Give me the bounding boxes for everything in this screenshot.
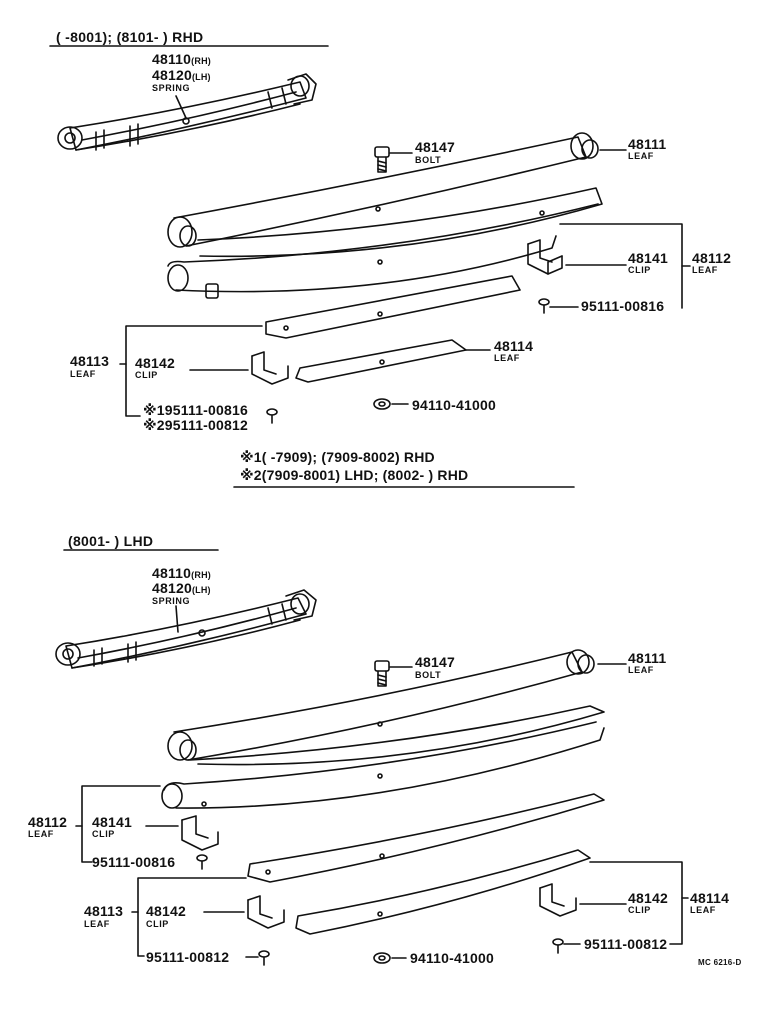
leaf-48114-bracket-bottom [589, 861, 683, 945]
clip-48142-name-bottom-right: CLIP [628, 905, 651, 915]
note-screw-1: ※195111-00816 [143, 402, 248, 418]
spring-rh-number-text-bottom: 48110 [152, 565, 192, 581]
leaf-48112-name: LEAF [692, 265, 718, 275]
spring-lh-number-text-bottom: 48120 [152, 580, 192, 596]
clip-48142-name: CLIP [135, 370, 158, 380]
leaf-48111-name-bottom: LEAF [628, 665, 654, 675]
screw-812-label-bottom-right: 95111-00812 [584, 936, 668, 952]
leaf-48113-name-bottom: LEAF [84, 919, 110, 929]
clip-48141-drawing [527, 239, 627, 275]
leaf-48114-name: LEAF [494, 353, 520, 363]
spring-rh-number-text: 48110 [152, 51, 192, 67]
screw-812-label-bottom-left: 95111-00812 [146, 949, 230, 965]
screw-812-drawing [266, 408, 278, 424]
leaf-48112-number: 48112 [692, 250, 732, 266]
bolt-drawing-bottom [374, 660, 413, 687]
leaf-48113-drawing-bottom [247, 793, 605, 883]
clip-48142-name-bottom-left: CLIP [146, 919, 169, 929]
leaf-48114-number: 48114 [494, 338, 534, 354]
nut-label-bottom: 94110-41000 [410, 950, 494, 966]
clip-48141-number-bottom: 48141 [92, 814, 132, 830]
footnote-1: ※1( -7909); (7909-8002) RHD [240, 449, 435, 465]
spring-lh-number-text: 48120 [152, 67, 192, 83]
leaf-48111-name: LEAF [628, 151, 654, 161]
leaf-48112-name-bottom: LEAF [28, 829, 54, 839]
clip-48142-drawing-bottom-left [203, 895, 285, 929]
top-section-header: ( -8001); (8101- ) RHD [56, 29, 204, 45]
bolt-name: BOLT [415, 155, 442, 165]
leaf-48114-drawing [295, 339, 491, 383]
spring-rh-suffix-bottom: (RH) [191, 570, 211, 580]
leaf-48111-drawing-bottom [167, 649, 627, 766]
leaf-48113-name: LEAF [70, 369, 96, 379]
leaf-48112-drawing [167, 187, 603, 299]
spring-lh-number: 48120(LH) [152, 68, 211, 82]
bolt-number: 48147 [415, 139, 455, 155]
clip-48142-number-bottom-left: 48142 [146, 903, 186, 919]
leaf-48111-drawing [167, 132, 627, 248]
spring-lh-suffix: (LH) [191, 72, 211, 82]
nut-drawing-bottom [373, 952, 407, 964]
leaf-48111-number-bottom: 48111 [628, 650, 667, 666]
leaf-48112-bracket-bottom [81, 785, 161, 863]
screw-816-label-bottom: 95111-00816 [92, 854, 176, 870]
spring-rh-number-bottom: 48110(RH) [152, 566, 211, 580]
spring-lh-suffix-bottom: (LH) [191, 585, 211, 595]
clip-48142-drawing [189, 351, 289, 385]
nut-label: 94110-41000 [412, 397, 496, 413]
clip-48142-drawing-bottom-right [539, 883, 627, 917]
bolt-number-bottom: 48147 [415, 654, 455, 670]
screw-816-drawing-bottom [196, 854, 208, 870]
leaf-48113-bracket [125, 325, 263, 417]
clip-48141-name: CLIP [628, 265, 651, 275]
leaf-48114-drawing-bottom [295, 849, 591, 935]
spring-assembly-drawing [57, 73, 317, 151]
note-screw-2: ※295111-00812 [143, 417, 248, 433]
leaf-48113-number-bottom: 48113 [84, 903, 124, 919]
spring-name-bottom: SPRING [152, 596, 191, 606]
nut-drawing [373, 398, 409, 410]
spring-assembly-drawing-bottom [55, 589, 317, 669]
spring-name: SPRING [152, 83, 191, 93]
clip-48141-drawing-bottom [145, 815, 219, 851]
bolt-drawing [374, 146, 413, 173]
spring-lh-number-bottom: 48120(LH) [152, 581, 211, 595]
screw-812-drawing-bottom-left [245, 950, 270, 966]
clip-48142-number: 48142 [135, 355, 175, 371]
spring-rh-number: 48110(RH) [152, 52, 211, 66]
leaf-48112-bracket [559, 223, 683, 309]
clip-48142-number-bottom-right: 48142 [628, 890, 668, 906]
screw-816-drawing [538, 298, 579, 314]
leaf-48114-number-bottom: 48114 [690, 890, 730, 906]
clip-48141-number: 48141 [628, 250, 668, 266]
clip-48141-name-bottom: CLIP [92, 829, 115, 839]
leaf-48114-name-bottom: LEAF [690, 905, 716, 915]
leaf-48112-drawing-bottom [161, 721, 605, 809]
leaf-48112-number-bottom: 48112 [28, 814, 68, 830]
leaf-48113-number: 48113 [70, 353, 110, 369]
screw-816-label: 95111-00816 [581, 298, 665, 314]
leaf-48113-bracket-bottom [137, 877, 247, 957]
spring-rh-suffix: (RH) [191, 56, 211, 66]
drawing-code: MC 6216-D [698, 958, 742, 967]
bolt-name-bottom: BOLT [415, 670, 442, 680]
bottom-section-header: (8001- ) LHD [68, 533, 154, 549]
leaf-48111-number: 48111 [628, 136, 667, 152]
footnote-2: ※2(7909-8001) LHD; (8002- ) RHD [240, 467, 469, 483]
leaf-48113-drawing [265, 275, 521, 339]
screw-812-drawing-bottom-right [552, 938, 581, 954]
